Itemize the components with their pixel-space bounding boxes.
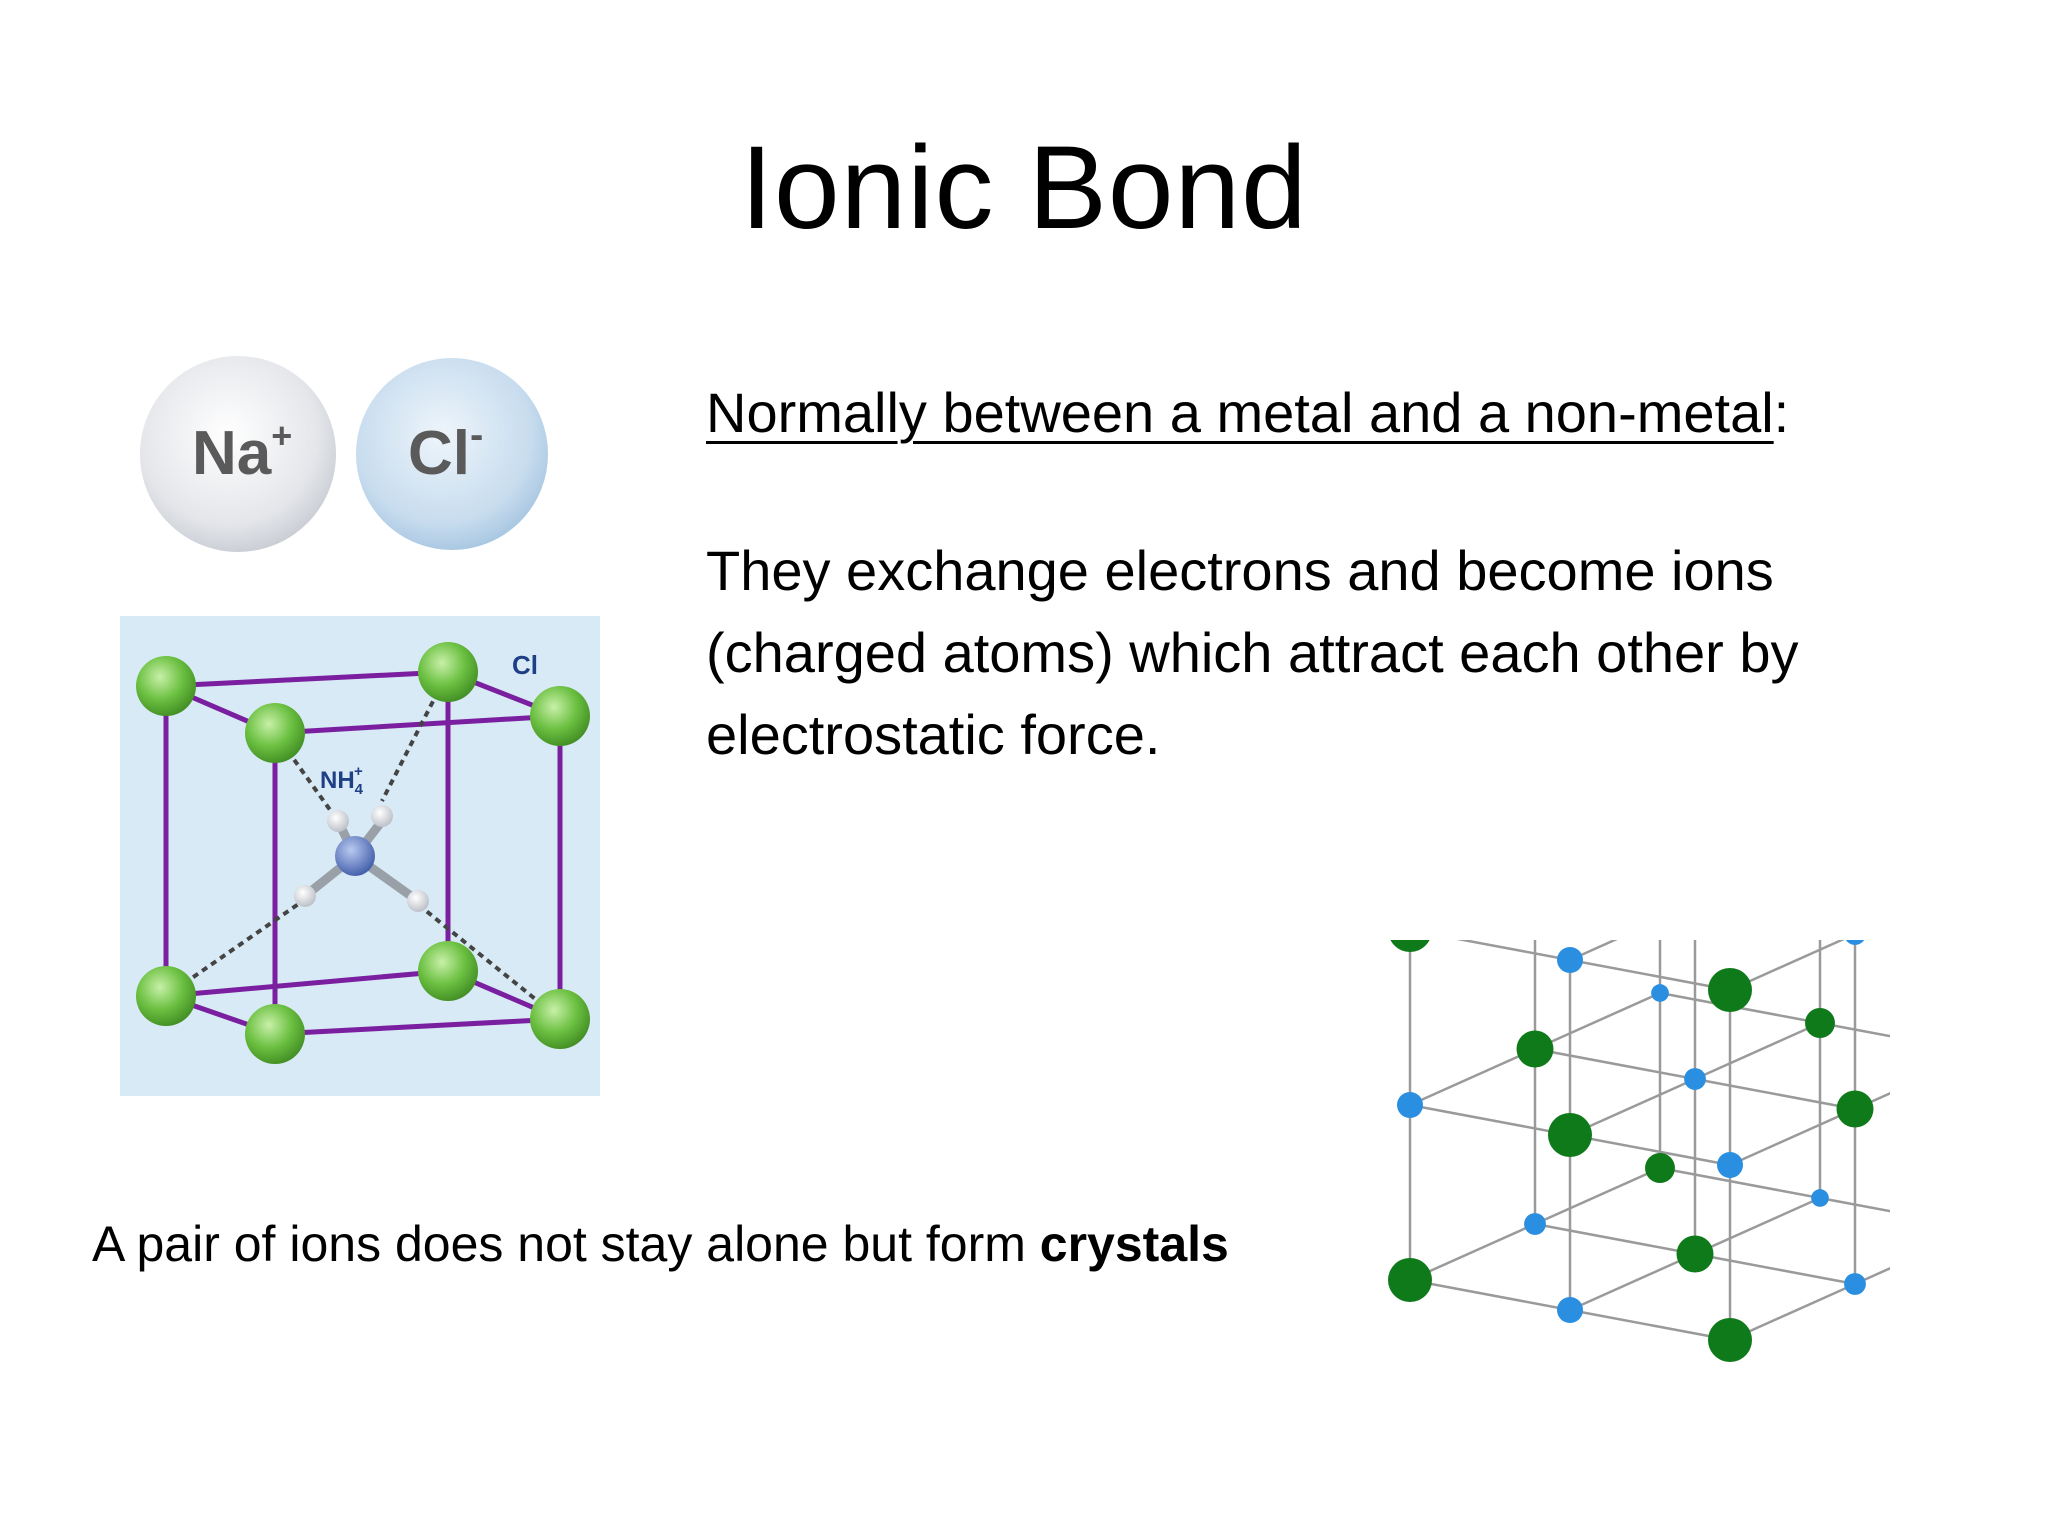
cube-edges bbox=[163, 669, 563, 1037]
ammonium-charge: + bbox=[354, 763, 363, 780]
sodium-ion-sphere bbox=[1811, 1189, 1829, 1207]
sodium-ion-sphere bbox=[1557, 947, 1583, 973]
chloride-ion-sphere bbox=[1836, 1090, 1874, 1128]
chlorine-label: Cl bbox=[512, 650, 538, 680]
hydrogen-atom bbox=[407, 890, 429, 912]
chloride-sphere bbox=[418, 941, 478, 1001]
slide-body: Normally between a metal and a non-metal… bbox=[706, 372, 1996, 776]
sodium-ion-sphere bbox=[1684, 1068, 1706, 1090]
sodium-ion-sphere bbox=[1717, 1152, 1743, 1178]
cation-charge: + bbox=[271, 415, 292, 456]
chloride-ion-sphere bbox=[352, 354, 552, 554]
chloride-ion-sphere bbox=[1676, 1235, 1714, 1273]
chloride-sphere bbox=[245, 703, 305, 763]
chloride-sphere bbox=[136, 966, 196, 1026]
chloride-sphere bbox=[530, 686, 590, 746]
nacl-crystal-lattice-illustration bbox=[1388, 940, 1890, 1362]
metal-nonmetal-heading: Normally between a metal and a non-metal… bbox=[706, 372, 1996, 454]
sodium-ion-sphere bbox=[1844, 1273, 1866, 1295]
chloride-sphere bbox=[418, 642, 478, 702]
sodium-ion-sphere bbox=[1651, 984, 1669, 1002]
chloride-sphere bbox=[136, 656, 196, 716]
chloride-ion-sphere bbox=[1388, 1258, 1432, 1302]
lattice-lines bbox=[1408, 940, 1890, 1342]
body-paragraph: They exchange electrons and become ions … bbox=[706, 539, 1799, 766]
heading-underlined-text: Normally between a metal and a non-metal bbox=[706, 381, 1774, 444]
chloride-sphere bbox=[530, 989, 590, 1049]
crystals-caption: A pair of ions does not stay alone but f… bbox=[92, 1212, 1229, 1276]
nh4cl-lattice-illustration: Cl NH4+ bbox=[120, 616, 600, 1096]
chloride-ion-sphere bbox=[1516, 1030, 1554, 1068]
nitrogen-atom bbox=[335, 836, 375, 876]
chloride-ion-sphere bbox=[1645, 1153, 1675, 1183]
sodium-ion-sphere bbox=[1557, 1297, 1583, 1323]
svg-text:Na+: Na+ bbox=[192, 415, 292, 488]
hydrogen-atom bbox=[294, 885, 316, 907]
ammonium-subscript: 4 bbox=[355, 781, 364, 798]
chloride-ion-sphere bbox=[1708, 968, 1752, 1012]
slide-title: Ionic Bond bbox=[740, 122, 1308, 254]
sodium-ion-sphere bbox=[1397, 1092, 1423, 1118]
svg-text:Cl-: Cl- bbox=[408, 413, 483, 488]
cation-symbol: Na bbox=[192, 419, 272, 488]
anion-charge: - bbox=[470, 413, 483, 457]
svg-text:NH4+: NH4+ bbox=[320, 763, 364, 798]
ion-pair-illustration: Na+ Cl- bbox=[140, 354, 552, 554]
chloride-ion-sphere bbox=[1805, 1008, 1835, 1038]
ammonium-label: NH bbox=[320, 767, 355, 794]
caption-text: A pair of ions does not stay alone but f… bbox=[92, 1216, 1040, 1272]
hydrogen-atom bbox=[327, 810, 349, 832]
caption-bold-word: crystals bbox=[1039, 1216, 1229, 1272]
hydrogen-atom bbox=[371, 805, 393, 827]
chloride-ion-sphere bbox=[1708, 1318, 1752, 1362]
heading-colon: : bbox=[1773, 381, 1790, 444]
anion-symbol: Cl bbox=[408, 419, 470, 488]
chloride-spheres bbox=[136, 642, 590, 1064]
sodium-ion-sphere bbox=[140, 356, 336, 552]
sodium-ion-sphere bbox=[1524, 1213, 1546, 1235]
sodium-ion-sphere bbox=[1845, 940, 1865, 945]
chloride-sphere bbox=[245, 1004, 305, 1064]
chloride-ion-sphere bbox=[1548, 1113, 1592, 1157]
chloride-ion-sphere bbox=[1390, 940, 1430, 952]
